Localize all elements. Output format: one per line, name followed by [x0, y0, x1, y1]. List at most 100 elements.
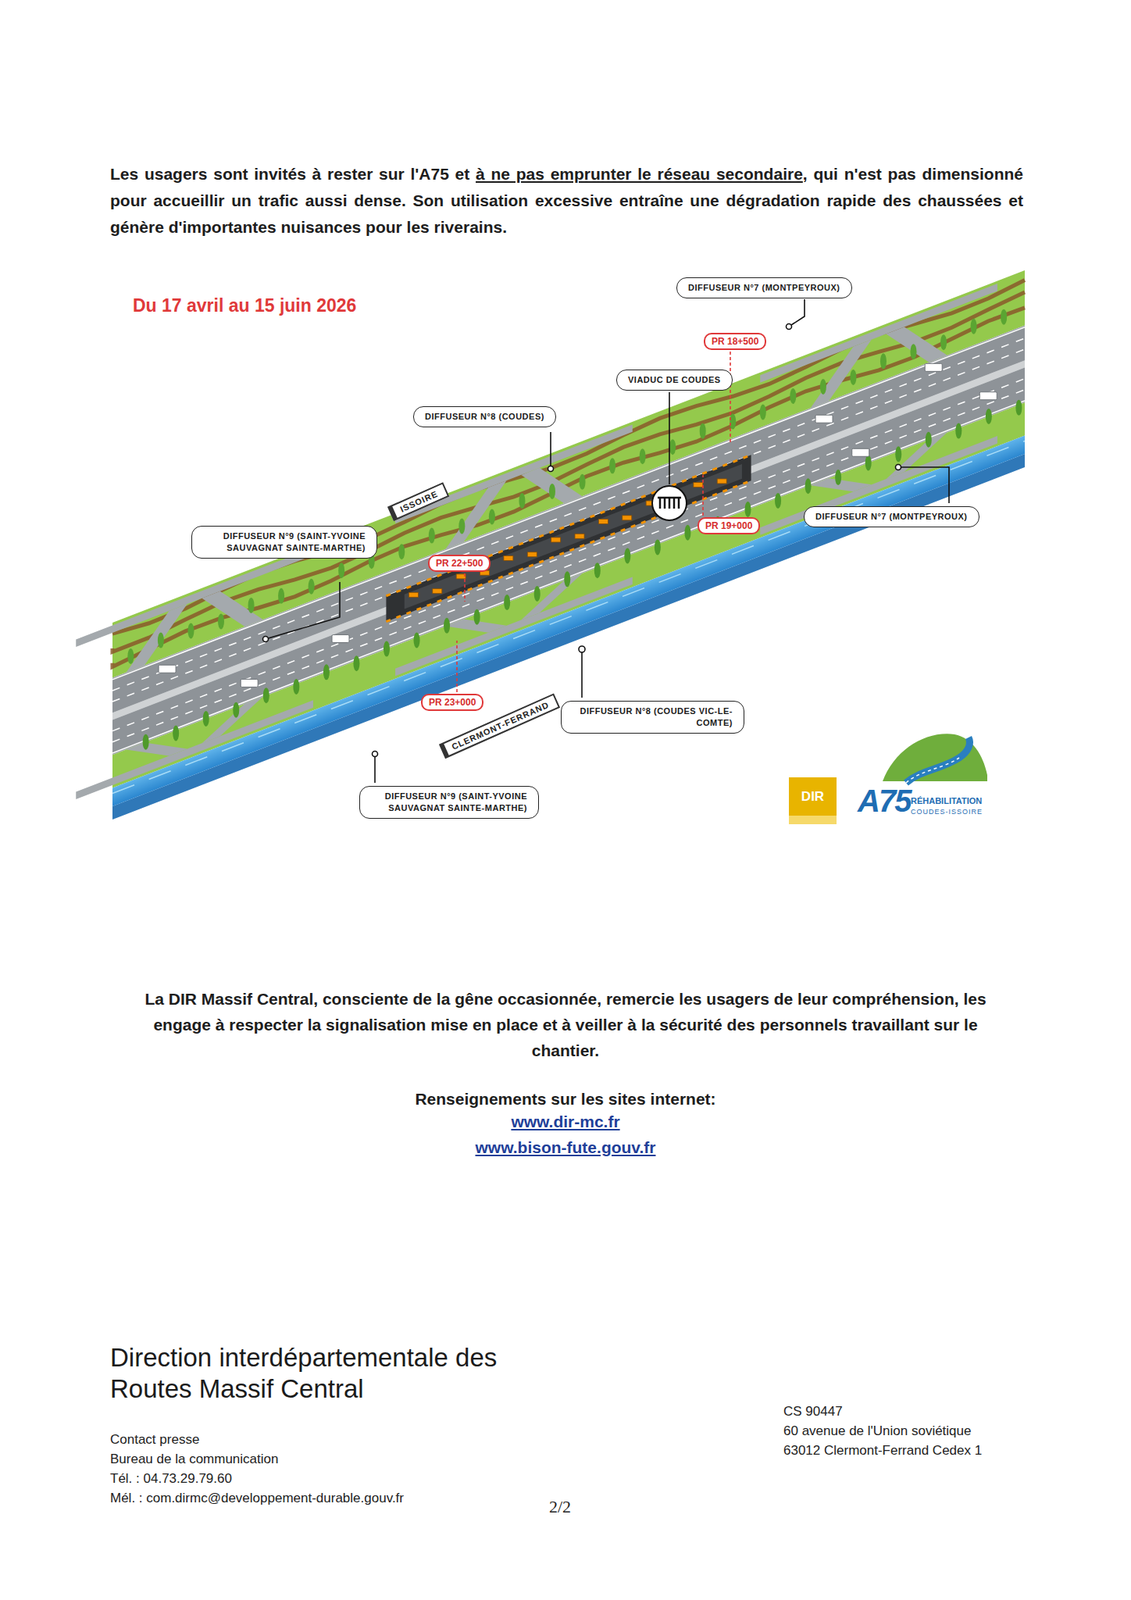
tree [292, 678, 300, 695]
callout-text: DIFFUSEUR N°8 (COUDES VIC-LE-COMTE) [572, 705, 733, 729]
secondary-road [395, 424, 633, 524]
tree [880, 353, 887, 369]
contact-line: Mél. : com.dirmc@developpement-durable.g… [110, 1490, 404, 1506]
tree [865, 454, 872, 471]
callout-text: PR 19+000 [705, 520, 753, 532]
address-line: CS 90447 [783, 1403, 843, 1420]
tree [594, 562, 601, 578]
dirt-band [112, 306, 1025, 668]
logo-text: DIR [788, 788, 837, 805]
closing-paragraph: La DIR Massif Central, consciente de la … [131, 985, 1000, 1064]
tree [805, 478, 812, 494]
logo-text: RÉHABILITATION [910, 795, 982, 806]
interchange-callout: DIFFUSEUR N°9 (SAINT-YVOINE SAUVAGNAT SA… [359, 785, 539, 819]
secondary-road [75, 547, 314, 647]
tree [127, 648, 134, 664]
logo-text: A75 [857, 783, 910, 819]
logo-text: COUDES-ISSOIRE [910, 807, 983, 816]
paragraph: Les usagers sont invités à rester sur l'… [110, 160, 1024, 241]
ramp [201, 696, 263, 744]
tree [759, 404, 767, 421]
tree [157, 632, 165, 649]
tree [609, 457, 616, 474]
tree [232, 702, 240, 718]
callout-text: PR 18+500 [711, 335, 759, 347]
vehicle [331, 635, 350, 643]
interchange-callout: DIFFUSEUR N°8 (COUDES VIC-LE-COMTE) [560, 700, 745, 734]
tree [654, 538, 661, 555]
interchange-callout: DIFFUSEUR N°7 (MONTPEYROUX) [676, 277, 853, 299]
work-machine [693, 482, 703, 488]
ramp [201, 574, 263, 644]
viaduct-symbol [652, 485, 687, 521]
tree [1015, 399, 1022, 416]
dir-logo [788, 815, 837, 825]
ramp [445, 602, 507, 650]
callout-text: VIADUC DE COUDES [627, 374, 721, 386]
ramp [810, 461, 872, 509]
tree [1000, 309, 1007, 325]
website-link: www.dir-mc.fr [131, 1112, 1000, 1131]
tree [849, 369, 857, 386]
tree [820, 378, 827, 395]
tree [203, 710, 210, 727]
callout-text: PR 22+500 [435, 557, 483, 569]
organisation-name: Direction interdépartementale des Routes… [110, 1341, 532, 1405]
callout-text: DIFFUSEUR N°9 (SAINT-YVOINE SAUVAGNAT SA… [371, 790, 528, 814]
secondary-road [759, 435, 998, 536]
paragraph-text: Les usagers sont invités à rester sur l'… [110, 164, 470, 183]
motorway-strip [75, 270, 1025, 821]
work-machine [527, 552, 537, 557]
tree [549, 483, 556, 500]
info-heading: Renseignements sur les sites internet: [131, 1085, 1000, 1112]
work-machine [622, 515, 632, 521]
vehicle [852, 448, 870, 457]
tree [970, 318, 978, 335]
contact-line: Contact presse [110, 1431, 200, 1448]
ramp [126, 725, 188, 773]
website-link: www.bison-fute.gouv.fr [131, 1138, 1000, 1157]
tree [985, 408, 992, 425]
work-machine [574, 533, 585, 539]
date-range: Du 17 avril au 15 juin 2026 [132, 295, 357, 317]
tree [353, 655, 360, 671]
tree [323, 663, 330, 680]
vehicle [924, 363, 942, 372]
vehicle [240, 678, 258, 687]
secondary-road [395, 577, 633, 677]
work-machine [551, 537, 561, 543]
tree [217, 613, 225, 629]
tree [940, 334, 947, 350]
pr-marker: PR 22+500 [428, 554, 491, 572]
tree [639, 448, 646, 464]
tree [834, 469, 842, 486]
ramp [885, 432, 947, 480]
tree [142, 734, 150, 750]
tree [383, 641, 390, 657]
tree [428, 528, 436, 544]
tree [503, 594, 511, 611]
tree [534, 585, 541, 602]
callout-text: DIFFUSEUR N°7 (MONTPEYROUX) [688, 281, 841, 294]
tree [263, 687, 270, 703]
contact-line: Bureau de la communication [110, 1451, 279, 1467]
vehicle [979, 392, 997, 400]
tree [563, 570, 571, 587]
callout-text: DIFFUSEUR N°8 (COUDES) [424, 410, 545, 423]
viaduct-symbol [657, 497, 682, 509]
tree [338, 562, 345, 578]
secondary-road [759, 283, 998, 383]
contact-line: Tél. : 04.73.29.79.60 [110, 1470, 232, 1487]
tree [278, 588, 285, 604]
ramp [520, 573, 582, 621]
tree [413, 631, 421, 648]
interchange-callout: DIFFUSEUR N°9 (SAINT-YVOINE SAUVAGNAT SA… [191, 525, 378, 559]
callout-text: DIFFUSEUR N°9 (SAINT-YVOINE SAUVAGNAT SA… [203, 530, 366, 554]
tree [458, 518, 465, 535]
a75-logo [906, 737, 971, 783]
tree [443, 617, 450, 634]
ramp [885, 310, 947, 379]
pr-leader [456, 351, 731, 693]
tree [248, 597, 255, 614]
